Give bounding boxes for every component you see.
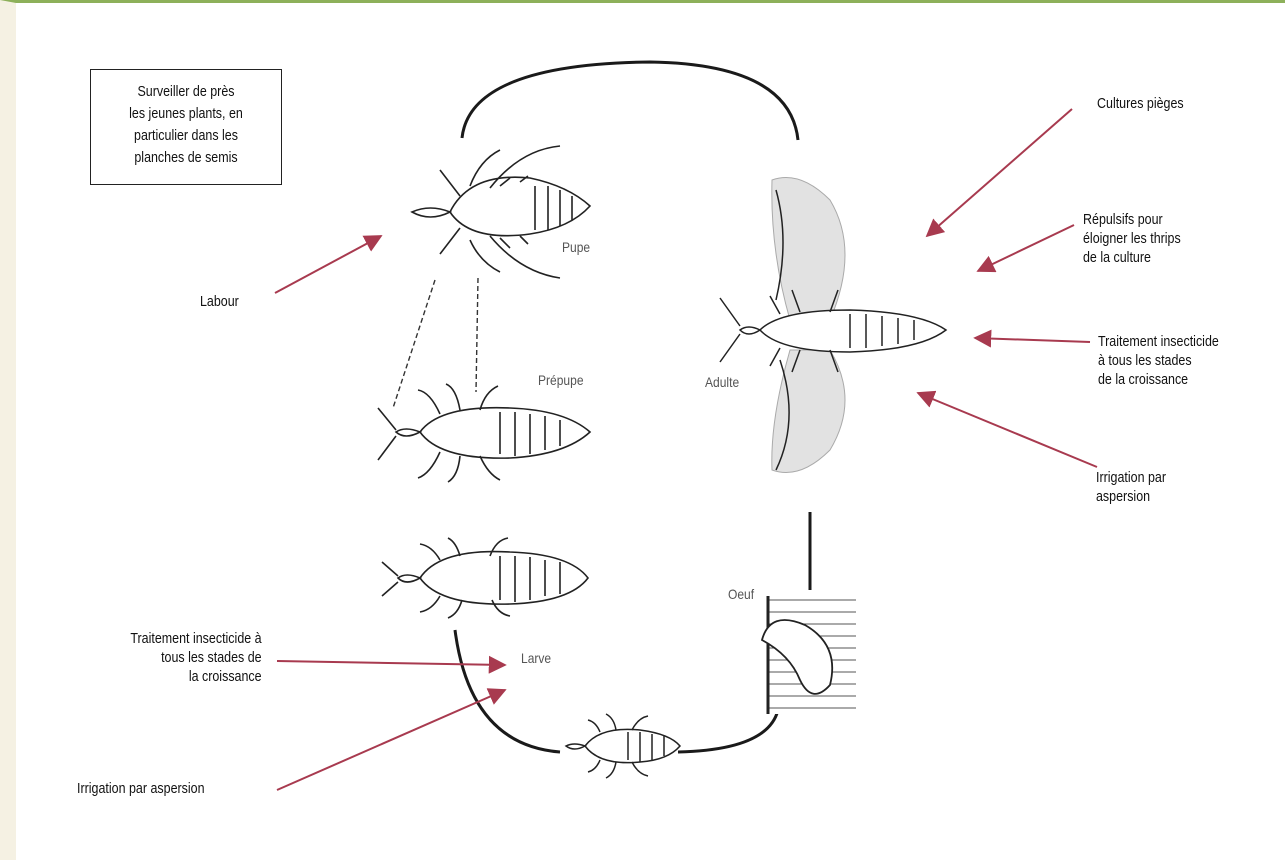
stage-label-adulte: Adulte [705,374,739,390]
label-traitement-right: Traitement insecticide à tous les stades… [1098,333,1219,390]
arrow-traitement-left [277,661,505,665]
cycle-lines [455,62,810,752]
cycle-line-top [462,62,798,140]
adult-insect [720,178,946,473]
stage-label-prepupe: Prépupe [538,372,584,388]
prepupa-insect [378,384,590,482]
young-larva-insect [566,714,680,778]
pupa-insect [412,146,590,278]
arrow-repulsifs [978,225,1074,271]
stage-label-oeuf: Oeuf [728,586,754,602]
arrow-irrigation-right [918,393,1097,467]
label-cultures-pieges: Cultures pièges [1097,95,1184,114]
label-repulsifs: Répulsifs pour éloigner les thrips de la… [1083,211,1181,268]
control-arrows [275,109,1097,790]
label-traitement-left: Traitement insecticide à tous les stades… [131,630,262,687]
stage-label-larve: Larve [521,650,551,666]
label-irrigation-right: Irrigation par aspersion [1096,469,1166,507]
egg-on-leaf [762,596,856,714]
label-labour: Labour [200,293,239,312]
arrow-irrigation-left [277,690,505,790]
larva-insect [382,538,588,618]
monitoring-note-box: Surveiller de près les jeunes plants, en… [90,69,282,185]
arrow-labour [275,236,381,293]
stage-label-pupe: Pupe [562,239,590,255]
monitoring-note-text: Surveiller de près les jeunes plants, en… [104,70,267,169]
cycle-line-bottom-right [678,710,778,752]
arrow-traitement-right [975,338,1090,342]
pupa-prepupa-dashes [393,278,478,408]
label-irrigation-left: Irrigation par aspersion [77,780,205,799]
cycle-line-bottom-left [455,630,560,752]
arrow-cultures-pieges [927,109,1072,236]
